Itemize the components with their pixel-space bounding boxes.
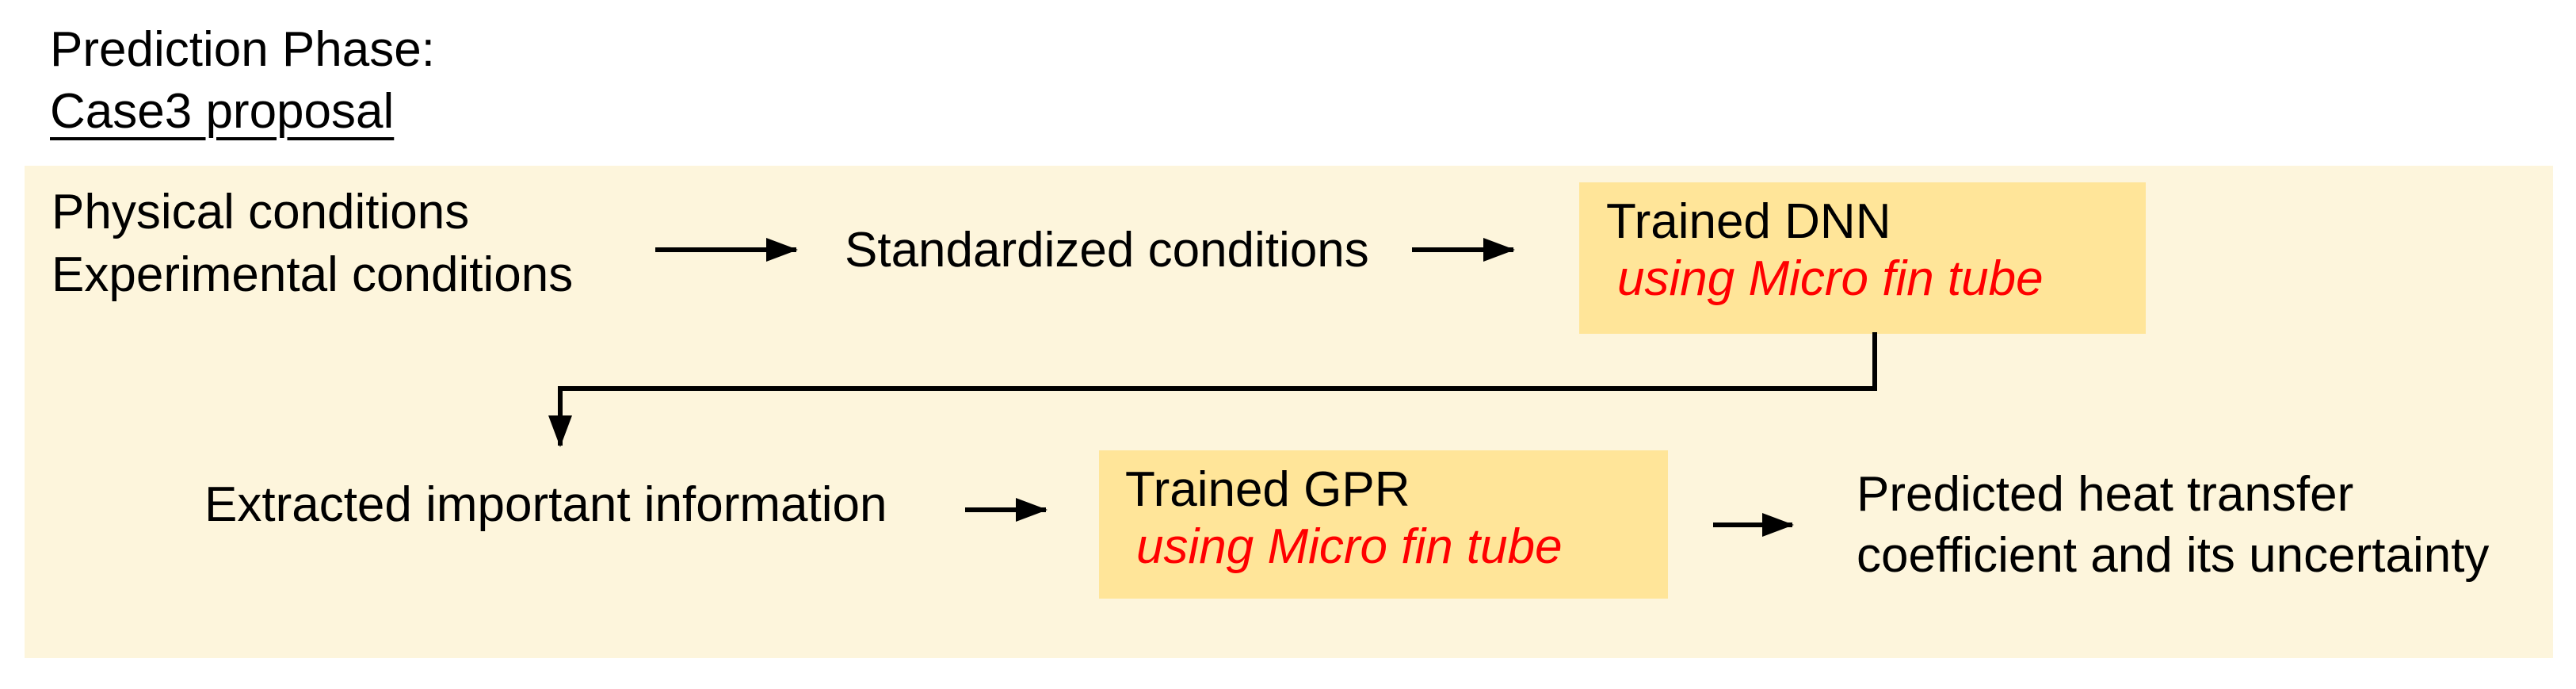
input-conditions-line-2: Experimental conditions [52,247,574,302]
trained-gpr-title: Trained GPR [1125,462,1410,517]
title-line-1: Prediction Phase: [50,22,435,77]
predicted-output-label: Predicted heat transfer coefficient and … [1857,464,2489,586]
input-conditions-line-1: Physical conditions [52,185,470,239]
trained-gpr-box: Trained GPR using Micro fin tube [1099,450,1668,599]
predicted-output-line-1: Predicted heat transfer [1857,467,2354,522]
title-line-2-underlined: Case3 proposal [50,84,395,139]
input-conditions-label: Physical conditions Experimental conditi… [52,181,573,306]
trained-dnn-subtitle: using Micro fin tube [1617,251,2044,306]
predicted-output-line-2: coefficient and its uncertainty [1857,528,2490,583]
trained-dnn-box: Trained DNN using Micro fin tube [1579,182,2146,334]
trained-dnn-title: Trained DNN [1606,194,1891,249]
standardized-conditions-label: Standardized conditions [845,223,1369,278]
page-title: Prediction Phase: Case3 proposal [50,19,435,143]
trained-gpr-subtitle: using Micro fin tube [1136,519,1563,574]
extracted-information-label: Extracted important information [204,477,887,532]
